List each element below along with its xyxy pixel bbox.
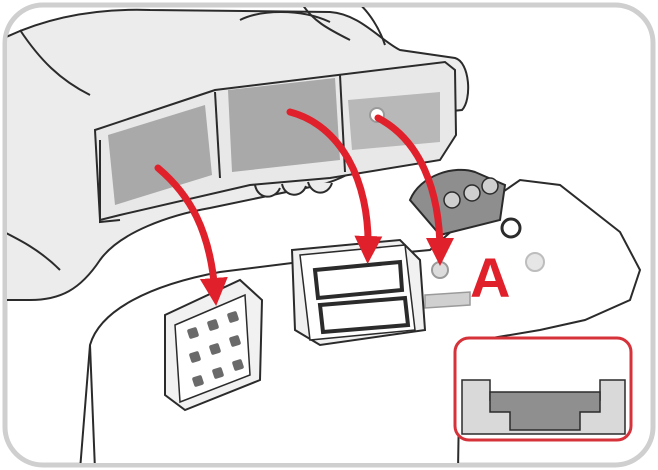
insertion-arrows xyxy=(154,108,454,306)
socket-hole-secondary xyxy=(525,252,545,272)
display-panel xyxy=(290,238,427,347)
port-pocket xyxy=(348,92,440,150)
socket-hole xyxy=(500,217,522,239)
arrow-port xyxy=(374,114,454,266)
inset-detail xyxy=(453,336,633,442)
keypad xyxy=(164,278,264,412)
port-connector xyxy=(431,261,449,279)
arrow-keypad xyxy=(154,164,228,306)
display-pocket xyxy=(228,78,340,172)
arrow-display xyxy=(286,108,383,264)
callout-label-a: A xyxy=(470,246,510,309)
module-top xyxy=(93,60,458,224)
keypad-pocket xyxy=(108,105,212,205)
